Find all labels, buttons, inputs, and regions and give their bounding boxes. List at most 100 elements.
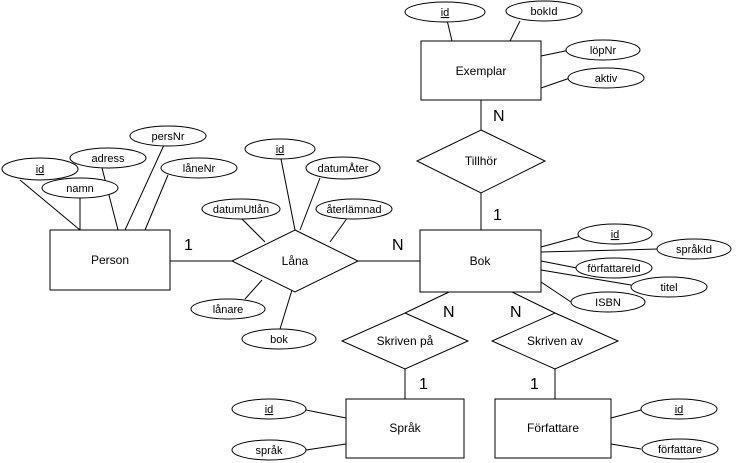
cardinality-tillhor-bok: 1 — [493, 207, 502, 224]
relationship-skriven-av: Skriven av — [490, 312, 620, 370]
entity-exemplar: Exemplar — [420, 40, 542, 101]
line-lana-bok-attr — [279, 289, 293, 330]
attribute-person-id: id — [1, 157, 79, 181]
entity-forfattare: Författare — [494, 398, 612, 459]
entity-person: Person — [49, 229, 171, 291]
connector-lines — [19, 19, 659, 451]
relationship-skriven-av-label: Skriven av — [527, 334, 583, 348]
attribute-forfattare-id: id — [640, 398, 718, 420]
line-sprak-sprak — [305, 443, 347, 451]
attribute-label: aktiv — [595, 73, 618, 85]
attribute-label: författare — [658, 444, 702, 456]
line-exemplar-lopnr — [540, 49, 571, 57]
line-lana-aterlamnad — [329, 216, 349, 243]
attribute-label: språkId — [676, 244, 712, 256]
entity-bok-label: Bok — [470, 254, 492, 268]
cardinality-exemplar-tillhor: N — [493, 108, 505, 125]
line-bok-isbn — [540, 281, 572, 303]
attribute-lana-lanare: lånare — [190, 298, 266, 320]
attribute-label: titel — [660, 282, 677, 294]
line-bok-skriven-pa — [404, 291, 450, 314]
cardinality-skriven-pa-sprak: 1 — [419, 376, 428, 393]
attribute-person-adress: adress — [69, 147, 147, 169]
attribute-lana-aterlamnad: återlämnad — [315, 198, 393, 220]
cardinality-skriven-av-forfattare: 1 — [530, 376, 539, 393]
line-lana-datumutlan — [239, 216, 266, 243]
attribute-label: ISBN — [595, 297, 621, 309]
cardinality-lana-bok: N — [392, 237, 404, 254]
line-sprak-id — [305, 409, 347, 419]
line-person-lanenr — [144, 174, 169, 231]
entity-person-label: Person — [91, 253, 129, 267]
line-exemplar-id — [446, 19, 453, 42]
attribute-exemplar-lopnr: löpNr — [565, 39, 641, 61]
attribute-label: språk — [256, 445, 283, 457]
attribute-label: lånare — [213, 304, 244, 316]
attribute-label: id — [675, 404, 684, 416]
line-person-id — [19, 179, 81, 231]
attribute-label: datumÅter — [318, 162, 369, 175]
cardinality-bok-skriven-pa: N — [443, 304, 455, 321]
attribute-person-lanenr: låneNr — [160, 157, 238, 179]
attribute-bok-id: id — [577, 223, 653, 245]
relationship-skriven-pa: Skriven på — [340, 312, 470, 370]
line-lana-datumater — [299, 177, 321, 231]
line-forfattare-id — [610, 409, 642, 419]
attribute-label: id — [611, 229, 620, 241]
relationship-lana-label: Låna — [282, 254, 309, 268]
attribute-label: id — [36, 164, 45, 176]
line-bok-forfattareid — [540, 260, 578, 269]
attribute-person-persnr: persNr — [129, 125, 207, 147]
line-person-adress — [101, 167, 119, 231]
attribute-bok-titel: titel — [630, 276, 708, 298]
attribute-lana-datumutlan: datumUtlån — [201, 198, 281, 220]
line-bok-sprakid — [540, 248, 659, 253]
relationship-skriven-pa-label: Skriven på — [377, 334, 434, 348]
line-bok-titel — [540, 269, 632, 286]
line-exemplar-aktiv — [540, 77, 571, 89]
line-forfattare-forfattare — [610, 443, 642, 450]
relationship-lana: Låna — [230, 229, 360, 293]
entity-sprak: Språk — [345, 398, 465, 459]
entity-bok: Bok — [419, 229, 542, 293]
cardinality-person-lana: 1 — [184, 237, 193, 254]
attribute-label: återlämnad — [326, 204, 381, 216]
attribute-forfattare-forfattare: författare — [641, 438, 719, 460]
relationship-tillhor: Tillhör — [415, 129, 547, 194]
entity-forfattare-label: Författare — [527, 421, 579, 435]
line-bok-skriven-av — [511, 291, 556, 314]
attribute-label: id — [441, 7, 450, 19]
attribute-label: id — [276, 144, 285, 156]
line-bok-id — [540, 234, 586, 248]
attribute-label: id — [265, 404, 274, 416]
attribute-label: datumUtlån — [213, 204, 269, 216]
attribute-lana-id: id — [244, 138, 316, 160]
line-lana-id — [280, 158, 296, 231]
attribute-sprak-id: id — [231, 398, 307, 420]
line-person-persnr — [124, 144, 165, 231]
attribute-label: bok — [270, 334, 288, 346]
attribute-label: persNr — [151, 131, 184, 143]
attribute-bok-isbn: ISBN — [570, 291, 646, 313]
attribute-label: löpNr — [590, 45, 617, 57]
entity-sprak-label: Språk — [389, 421, 421, 435]
entity-exemplar-label: Exemplar — [456, 64, 507, 78]
attribute-label: bokId — [531, 6, 558, 18]
line-exemplar-bokid — [509, 20, 521, 42]
attribute-label: namn — [66, 183, 94, 195]
attribute-label: författareId — [587, 263, 640, 275]
attribute-exemplar-bokid: bokId — [505, 0, 583, 22]
attribute-lana-datumater: datumÅter — [305, 156, 381, 180]
attribute-bok-forfattareid: författareId — [575, 257, 653, 279]
attribute-exemplar-id: id — [404, 1, 486, 23]
attribute-label: låneNr — [183, 163, 216, 175]
attribute-lana-bok: bok — [241, 328, 317, 350]
relationship-tillhor-label: Tillhör — [465, 154, 497, 168]
cardinality-bok-skriven-av: N — [510, 304, 522, 321]
attribute-bok-sprakid: språkId — [656, 238, 732, 260]
attribute-sprak-sprak: språk — [231, 439, 307, 461]
attribute-label: adress — [91, 153, 125, 165]
line-lana-lanare — [244, 279, 263, 300]
attribute-person-namn: namn — [41, 177, 119, 199]
